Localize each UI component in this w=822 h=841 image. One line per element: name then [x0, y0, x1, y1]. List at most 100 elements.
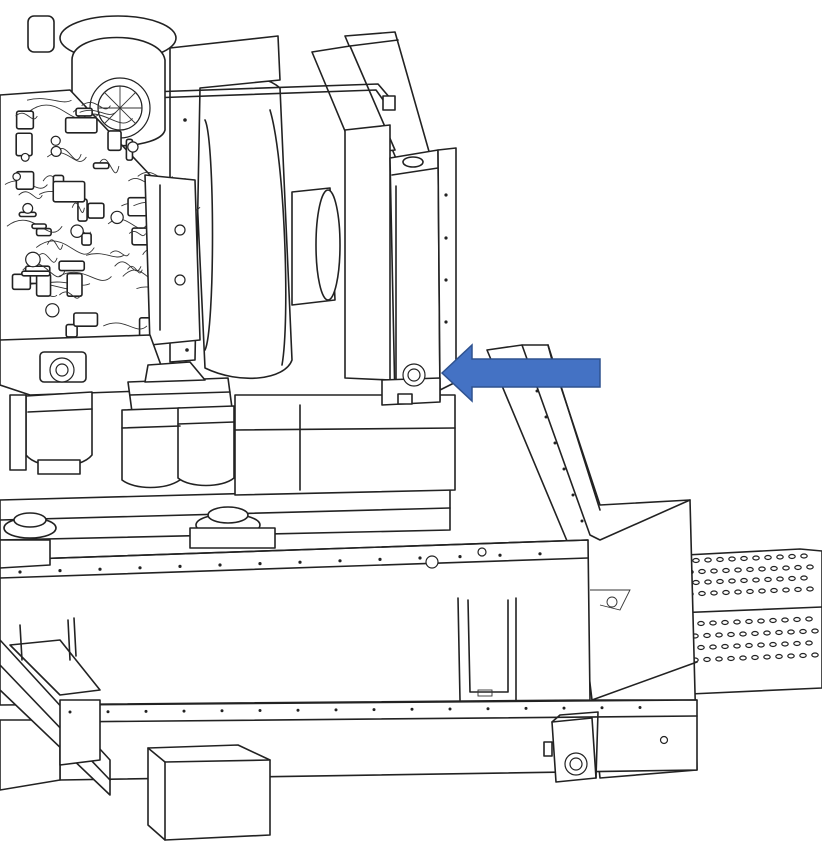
rivet: [338, 559, 342, 563]
rivet: [220, 709, 224, 713]
perforation: [740, 577, 748, 584]
perforation: [781, 617, 789, 623]
perforation: [722, 567, 730, 574]
arrow-left-icon: [440, 343, 601, 403]
perforation: [692, 557, 700, 564]
engine-component: [66, 272, 83, 298]
engine-hose: [85, 253, 124, 258]
perforation: [739, 655, 747, 661]
engine-hose: [97, 158, 120, 174]
radiator: [311, 31, 457, 406]
perforation: [775, 629, 783, 636]
perforation: [722, 589, 730, 596]
engine-fitting: [50, 145, 62, 157]
engine-hose: [81, 102, 111, 110]
rivet: [553, 441, 557, 445]
rivet: [98, 567, 102, 571]
perforation: [728, 578, 736, 584]
perforation: [733, 619, 741, 625]
perforation: [811, 652, 819, 658]
rivet: [535, 389, 539, 393]
perforation: [811, 628, 819, 634]
engine-hose: [15, 112, 38, 120]
perforation: [697, 644, 705, 651]
perforation: [776, 554, 784, 560]
perforation: [770, 587, 778, 594]
perforation: [776, 576, 784, 582]
perforation: [734, 567, 742, 573]
rivet: [448, 707, 452, 711]
frame-rivets: [18, 363, 642, 714]
engine-component: [35, 273, 52, 297]
engine-hose: [59, 291, 82, 299]
perforation: [703, 632, 711, 639]
engine-component: [15, 132, 33, 157]
engine-component: [31, 223, 48, 230]
perforation: [782, 587, 790, 593]
engine-fitting: [70, 224, 84, 238]
engine-hose: [46, 239, 64, 250]
engine-base: [0, 394, 456, 569]
engine-component: [64, 116, 98, 134]
rivet: [538, 552, 542, 556]
perforation: [775, 653, 783, 660]
engine-component: [15, 110, 35, 130]
oil-filters: [121, 361, 235, 489]
engine-fitting: [22, 202, 34, 214]
perforation: [769, 617, 777, 624]
engine-hose: [36, 253, 58, 263]
perforation: [721, 643, 729, 650]
rivet: [334, 708, 338, 712]
perforation: [757, 618, 765, 624]
perforation: [782, 565, 790, 571]
rivet: [218, 563, 222, 567]
perforation: [752, 577, 760, 583]
rivet: [138, 566, 142, 570]
perforation: [710, 568, 718, 574]
perforation: [692, 579, 700, 586]
rivet: [372, 708, 376, 712]
perforation: [794, 586, 802, 593]
perforation: [752, 555, 760, 561]
engine-hose: [58, 271, 112, 281]
engine-hose: [109, 250, 130, 257]
engine-block: [0, 89, 201, 396]
perforation: [697, 620, 705, 627]
perforation: [721, 619, 729, 626]
rivet: [410, 707, 414, 711]
perforation: [788, 575, 796, 582]
perforation: [715, 632, 723, 638]
perforation: [716, 556, 724, 563]
perforation: [698, 590, 706, 597]
rivet: [580, 519, 584, 523]
engine-fitting: [45, 303, 60, 318]
perforation: [715, 656, 723, 662]
engine-fitting: [127, 141, 139, 153]
perforation: [751, 654, 759, 661]
rivet: [296, 708, 300, 712]
flywheel-housing-plate: [169, 35, 281, 363]
perforation: [794, 564, 802, 571]
engine-hose: [26, 98, 72, 103]
perforation: [758, 588, 766, 594]
rivet: [298, 560, 302, 564]
perforation: [710, 590, 718, 596]
rivet: [562, 467, 566, 471]
perforation: [740, 555, 748, 562]
perforation: [716, 578, 724, 585]
perforation: [745, 642, 753, 649]
perforation: [800, 575, 808, 581]
engine-component: [107, 130, 122, 152]
engine-hose: [127, 265, 143, 274]
rivet: [106, 710, 110, 714]
perforation: [770, 565, 778, 572]
rivet: [258, 709, 262, 712]
engine-hose: [79, 109, 116, 115]
perforation: [746, 588, 754, 595]
perforation: [799, 628, 807, 635]
fan-shroud: [191, 73, 341, 380]
perforation: [709, 620, 717, 626]
perforation: [727, 655, 735, 662]
